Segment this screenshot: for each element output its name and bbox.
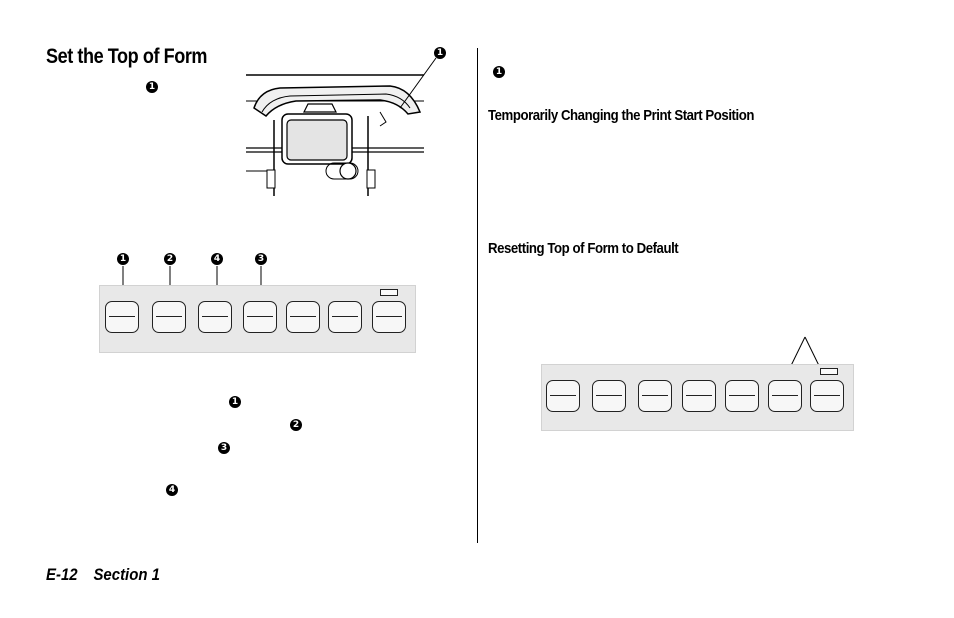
panel-key[interactable] bbox=[243, 301, 277, 333]
panel-key[interactable] bbox=[638, 380, 672, 412]
panel-key[interactable] bbox=[725, 380, 759, 412]
step-marker-1: 1 bbox=[229, 396, 241, 408]
section-label: Section 1 bbox=[93, 565, 160, 584]
step-marker-2: 2 bbox=[290, 419, 302, 431]
panel-key[interactable] bbox=[682, 380, 716, 412]
panel-key[interactable] bbox=[286, 301, 320, 333]
step-marker-3: 3 bbox=[255, 253, 267, 265]
step-marker-1: 1 bbox=[493, 66, 505, 78]
panel-key[interactable] bbox=[768, 380, 802, 412]
indicator-lamp bbox=[380, 289, 398, 296]
control-panel bbox=[99, 285, 416, 353]
section-heading-temporary: Temporarily Changing the Print Start Pos… bbox=[488, 107, 754, 124]
panel-key[interactable] bbox=[810, 380, 844, 412]
panel-key[interactable] bbox=[198, 301, 232, 333]
step-marker-1: 1 bbox=[434, 47, 446, 59]
step-marker-2: 2 bbox=[164, 253, 176, 265]
indicator-lamp bbox=[820, 368, 838, 375]
page-number: E-12 bbox=[46, 565, 78, 584]
control-panel bbox=[541, 364, 854, 431]
panel-key[interactable] bbox=[328, 301, 362, 333]
column-divider bbox=[477, 48, 478, 543]
step-marker-4: 4 bbox=[211, 253, 223, 265]
panel-key[interactable] bbox=[546, 380, 580, 412]
panel-key[interactable] bbox=[105, 301, 139, 333]
step-marker-4: 4 bbox=[166, 484, 178, 496]
section-heading-reset: Resetting Top of Form to Default bbox=[488, 240, 679, 257]
step-marker-1: 1 bbox=[117, 253, 129, 265]
panel-key[interactable] bbox=[592, 380, 626, 412]
panel-key[interactable] bbox=[372, 301, 406, 333]
step-marker-1: 1 bbox=[146, 81, 158, 93]
printer-head-illustration bbox=[246, 57, 437, 196]
step-marker-3: 3 bbox=[218, 442, 230, 454]
page-title: Set the Top of Form bbox=[46, 45, 208, 68]
panel-key[interactable] bbox=[152, 301, 186, 333]
footer: E-12 Section 1 bbox=[46, 565, 160, 585]
